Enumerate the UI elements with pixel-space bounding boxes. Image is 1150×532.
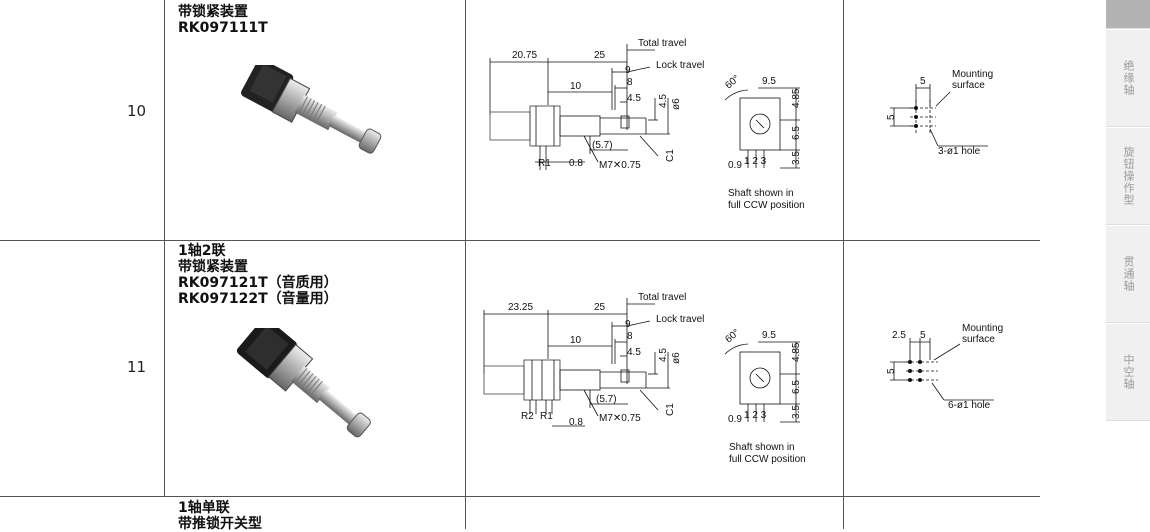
dim-label: Total travel [638,292,686,303]
row-number: 10 [127,102,147,120]
title-line: 1轴单联 [178,500,230,516]
column-divider [465,0,466,529]
hole-label: 6-ø1 hole [948,400,991,411]
dim-label: 5 [886,368,897,374]
title-line: 带锁紧装置 [178,259,248,275]
dim-label: 9.5 [762,330,776,341]
dim-label: 8 [627,77,633,88]
dim-label: 6.5 [791,126,802,140]
dim-label: 5 [920,76,926,87]
dim-label: Total travel [638,38,686,49]
dim-label: C1 [665,149,676,162]
sidebar-tab-knob-operated[interactable]: 旋钮操作型 [1106,128,1150,225]
note-text: full CCW position [729,454,806,465]
dim-label: 9 [625,65,631,76]
dim-label: R2 [521,411,534,422]
sidebar-tab-hollow-shaft[interactable]: 中空轴 [1106,324,1150,421]
dim-label: 23.25 [508,302,533,313]
product-title: 1轴单联 带推锁开关型 [178,500,262,532]
dim-label: R1 [540,411,553,422]
note-text: Shaft shown in [729,442,795,453]
dim-label: 1 2 3 [744,156,767,167]
sidebar-tab-insulated-shaft[interactable]: 绝缘轴 [1106,30,1150,127]
note-text: Shaft shown in [728,188,794,199]
mounting-label: surface [962,334,995,345]
model-number: RK097121T（音质用） [178,275,338,291]
dim-label: 9.5 [762,76,776,87]
model-number: RK097122T（音量用） [178,291,338,307]
dim-label: 1 2 3 [744,410,767,421]
model-number: RK097111T [178,20,268,36]
dim-label: ø6 [671,352,682,364]
dim-label: ø6 [671,98,682,110]
product-title: 带锁紧装置 RK097111T [178,4,268,36]
dimension-drawing: 20.75 25 Total travel Lock travel 9 8 10… [489,38,805,211]
mounting-hole-diagram: 2.5 5 5 Mounting surface 6-ø1 hole [886,323,1003,411]
dim-label: 60° [723,73,742,91]
dim-label: 10 [570,81,582,92]
dim-label: 3.5 [791,151,802,165]
dimension-drawing: 23.25 25 Total travel Lock travel 9 8 10… [483,292,806,465]
sidebar-tab-current[interactable] [1106,0,1150,29]
row-number: 11 [127,358,147,376]
hole-label: 3-ø1 hole [938,146,981,157]
row-divider [0,496,1040,497]
dim-label: 8 [627,331,633,342]
dim-label: 6.5 [791,380,802,394]
dim-label: 2.5 [892,330,906,341]
dim-label: 20.75 [512,50,537,61]
dim-label: 5 [886,114,897,120]
dim-label: M7✕0.75 [599,160,641,171]
dim-label: Lock travel [656,314,704,325]
potentiometer-photo [241,65,382,154]
dim-label: R1 [538,158,551,169]
dim-label: 4.85 [791,342,802,362]
mounting-label: surface [952,80,985,91]
note-text: full CCW position [728,200,805,211]
sidebar-tab-through-shaft[interactable]: 贯通轴 [1106,226,1150,323]
dim-label: 3.5 [791,405,802,419]
dim-label: 4.5 [658,94,669,108]
dim-label: 0.8 [569,158,583,169]
dim-label: Lock travel [656,60,704,71]
dim-label: 0.9 [728,160,742,171]
column-divider [843,0,844,529]
row-divider [0,240,1040,241]
column-divider [164,0,165,497]
dim-label: 0.8 [569,417,583,428]
dim-label: 10 [570,335,582,346]
mounting-hole-diagram: 5 5 Mounting surface 3-ø1 hole [886,69,993,157]
title-line: 1轴2联 [178,243,226,259]
dim-label: 9 [625,319,631,330]
dim-label: 25 [594,302,606,313]
dim-label: M7✕0.75 [599,413,641,424]
dim-label: 4.85 [791,88,802,108]
dim-label: 5 [920,330,926,341]
dim-label: C1 [665,403,676,416]
dim-label: 25 [594,50,606,61]
dim-label: 0.9 [728,414,742,425]
title-line: 带推锁开关型 [178,516,262,532]
dim-label: 4.5 [627,93,641,104]
mounting-label: Mounting [962,323,1003,334]
dim-label: (5.7) [596,394,617,405]
dim-label: 60° [723,327,742,345]
product-title: 1轴2联 带锁紧装置 RK097121T（音质用） RK097122T（音量用） [178,243,338,307]
dim-label: (5.7) [592,140,613,151]
potentiometer-photo [236,328,371,438]
dim-label: 4.5 [658,348,669,362]
mounting-label: Mounting [952,69,993,80]
title-line: 带锁紧装置 [178,4,248,20]
dim-label: 4.5 [627,347,641,358]
